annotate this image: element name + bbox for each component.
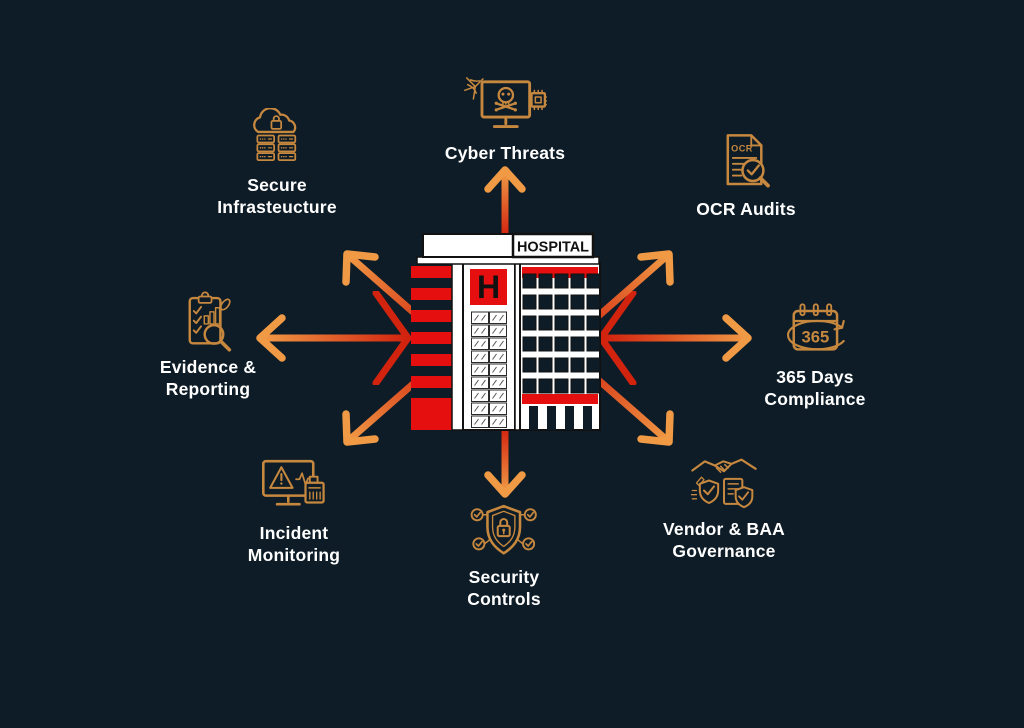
svg-text:365: 365 xyxy=(801,328,829,347)
evidence-clipboard-icon xyxy=(179,290,236,352)
node-cyber-threats: Cyber Threats xyxy=(445,76,565,164)
node-label: Vendor & BAA Governance xyxy=(663,519,785,561)
node-label: OCR Audits xyxy=(696,199,796,219)
right-building xyxy=(519,262,601,431)
h-sign xyxy=(470,269,507,305)
arrow-right xyxy=(597,291,752,385)
node-label: Secure Infrasteucture xyxy=(217,175,337,217)
arrow-up xyxy=(484,166,526,240)
handshake-contract-icon xyxy=(689,452,759,514)
ocr-audit-document-icon: OCR xyxy=(719,132,773,194)
node-365-days-compliance: 365 365 Days Compliance xyxy=(764,300,865,410)
incident-monitor-icon xyxy=(257,456,330,518)
node-label: Cyber Threats xyxy=(444,143,566,163)
hospital-sign xyxy=(511,232,595,259)
node-label: Evidence & Reporting xyxy=(159,357,257,399)
calendar-365-icon: 365 xyxy=(780,300,850,362)
hospital-sign-text: HOSPITAL xyxy=(517,239,589,256)
node-label: Security Controls xyxy=(467,567,541,609)
node-evidence-reporting: Evidence & Reporting xyxy=(160,290,256,400)
arrow-down xyxy=(484,424,526,498)
h-letter: H xyxy=(477,269,500,305)
node-vendor-baa-governance: Vendor & BAA Governance xyxy=(663,452,785,562)
node-incident-monitoring: Incident Monitoring xyxy=(248,456,340,566)
arrow-left xyxy=(256,291,412,385)
hospital-building: H xyxy=(411,232,601,431)
node-secure-infrastructure: Secure Infrasteucture xyxy=(217,108,337,218)
svg-text:OCR: OCR xyxy=(731,143,753,153)
node-label: 365 Days Compliance xyxy=(764,367,866,409)
left-tower xyxy=(411,263,452,430)
shield-lock-icon xyxy=(469,500,538,562)
node-label: Incident Monitoring xyxy=(247,523,341,565)
secure-cloud-server-icon xyxy=(244,108,311,170)
center-tower: H xyxy=(462,262,516,431)
node-ocr-audits: OCR OCR Audits xyxy=(696,132,796,220)
cyber-threats-icon xyxy=(463,76,547,138)
node-security-controls: Security Controls xyxy=(467,500,541,610)
